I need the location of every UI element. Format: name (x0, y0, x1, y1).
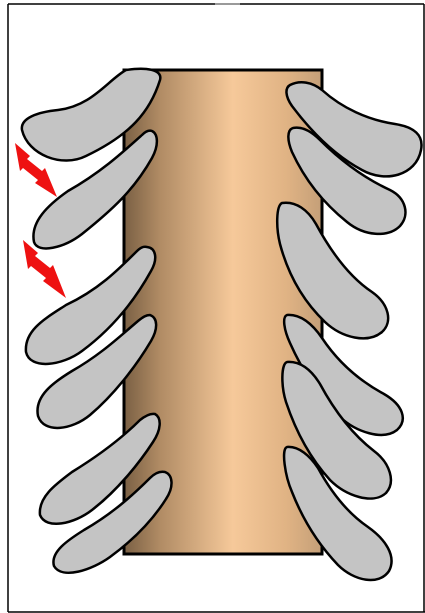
left-processes (22, 69, 172, 573)
right-processes (277, 82, 421, 580)
